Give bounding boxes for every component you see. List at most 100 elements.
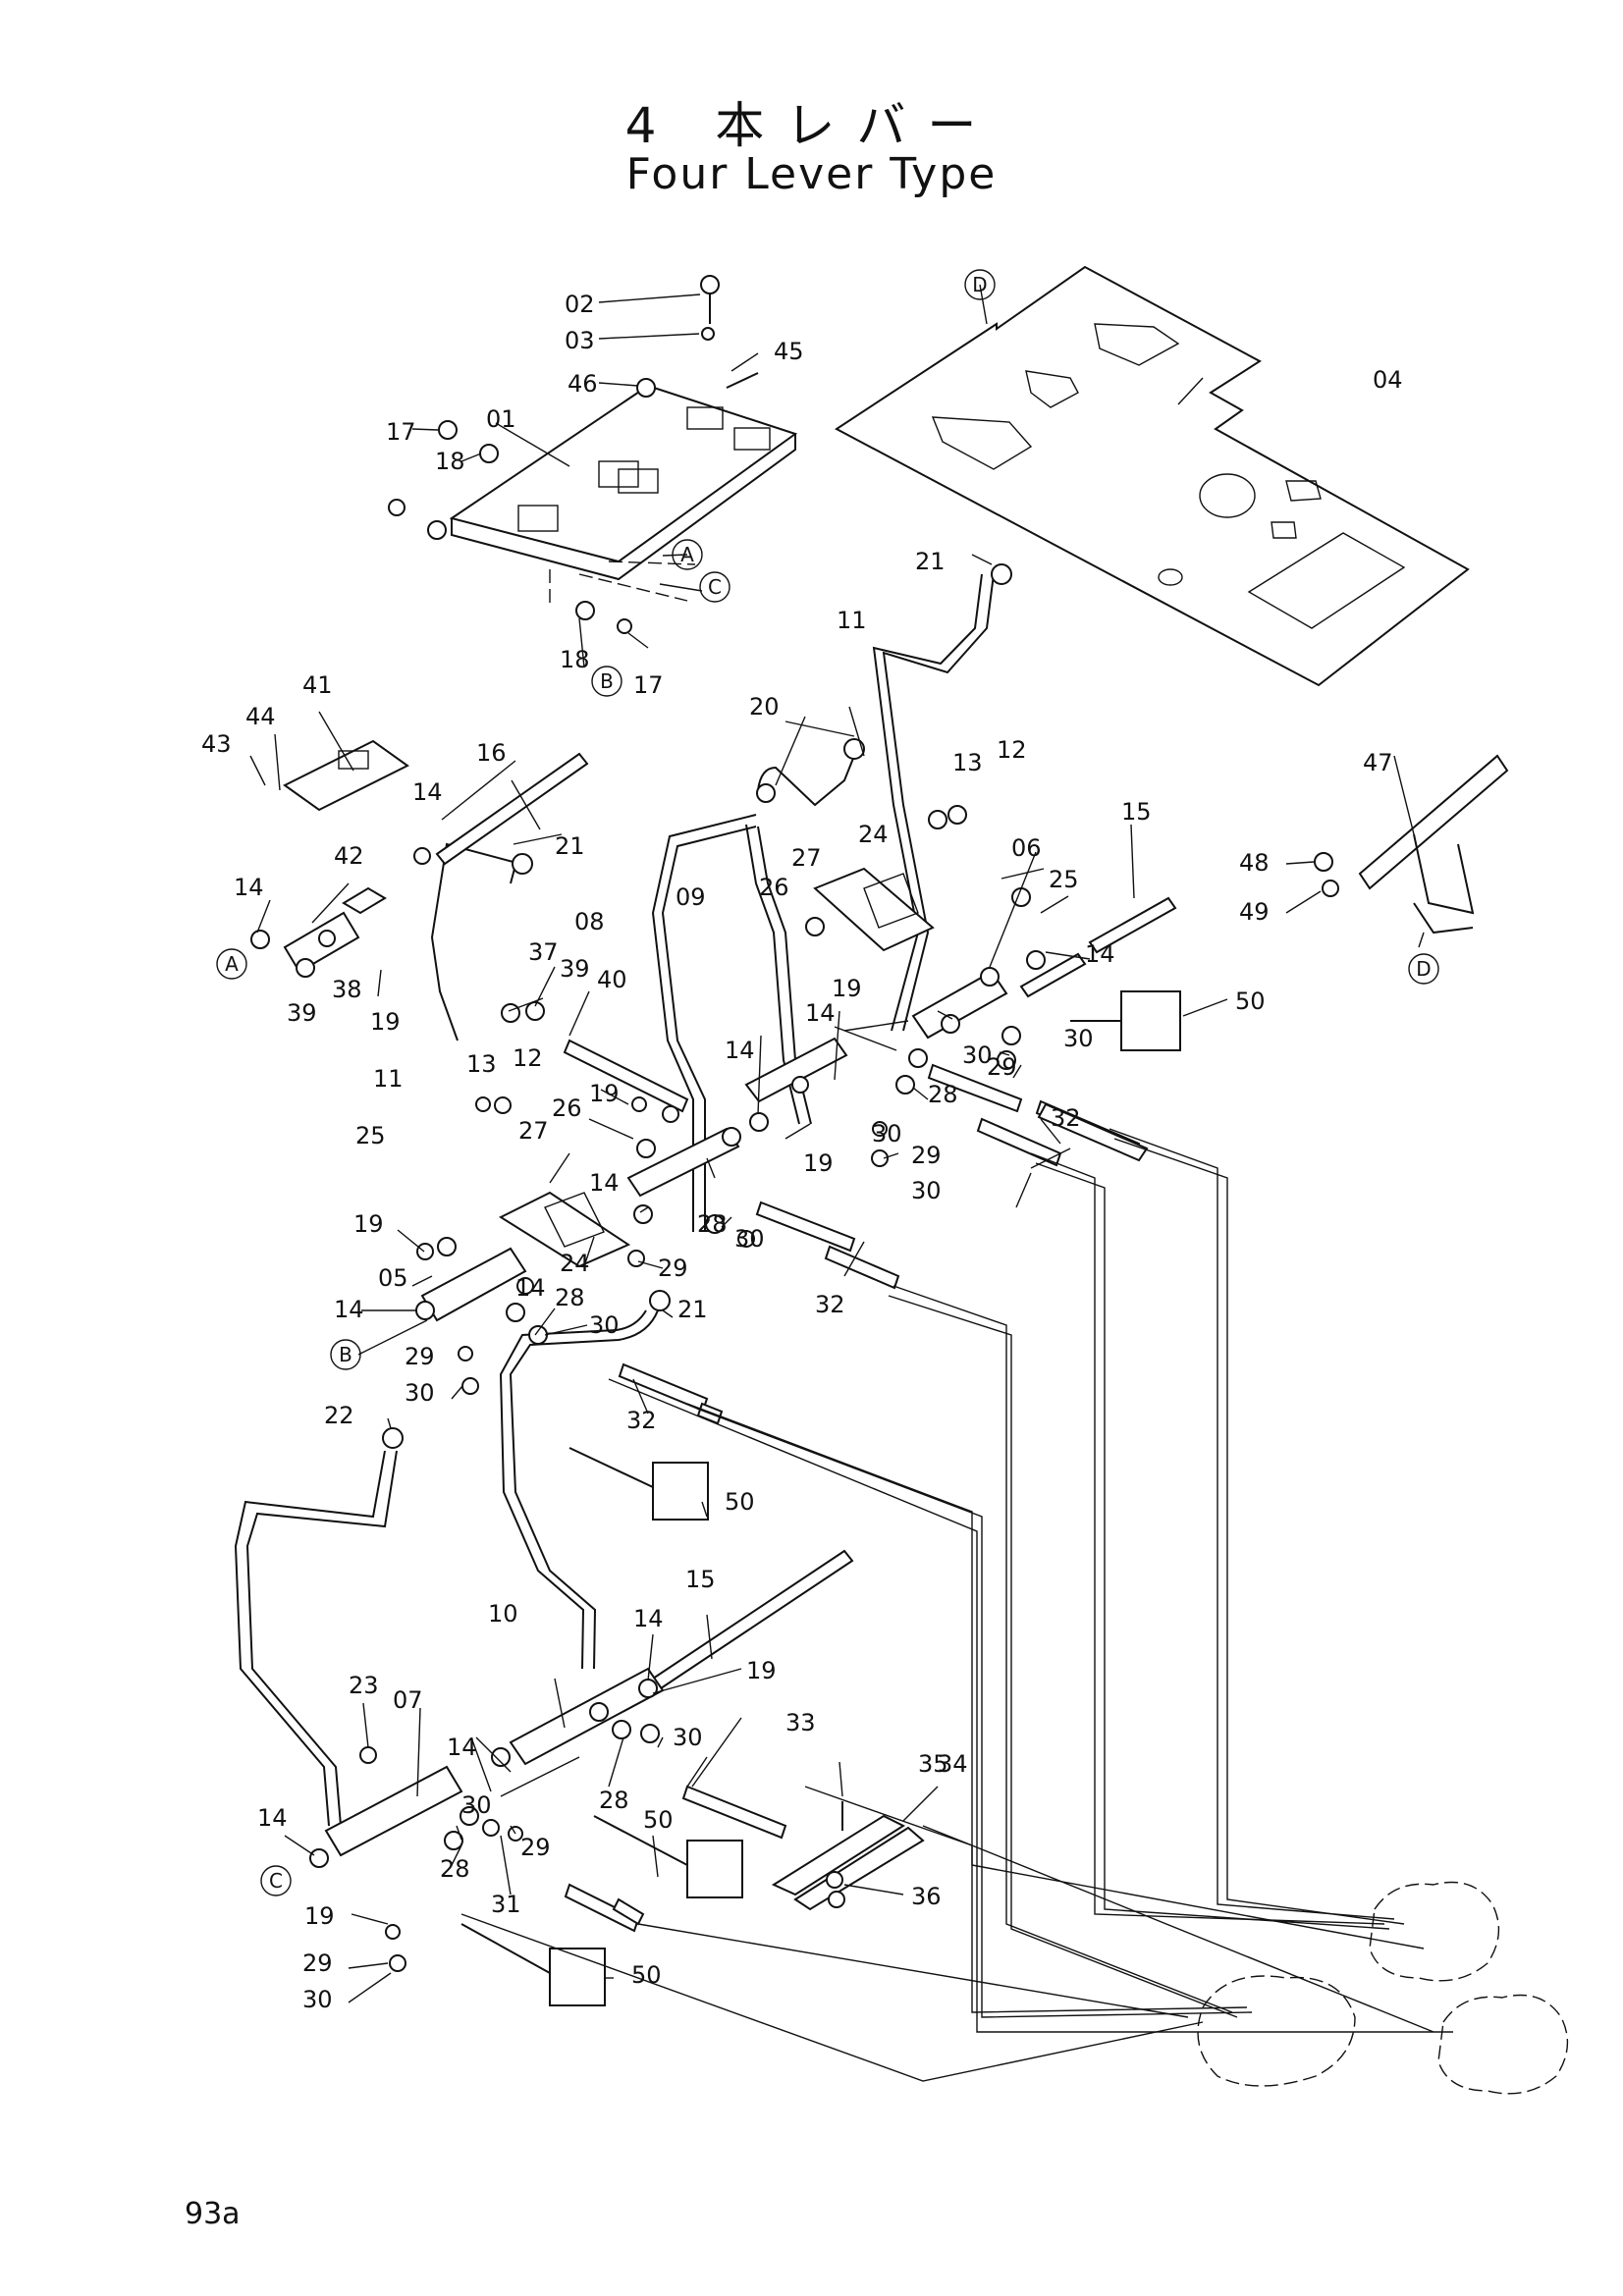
callout-28: 28 (697, 1210, 728, 1238)
callout-29: 29 (405, 1343, 435, 1370)
callout-28: 28 (555, 1284, 585, 1311)
callout-16: 16 (476, 739, 507, 767)
callout-29: 29 (658, 1255, 688, 1282)
callout-19: 19 (353, 1210, 384, 1238)
callout-19: 19 (832, 975, 862, 1002)
callout-28: 28 (928, 1081, 958, 1108)
callout-30: 30 (872, 1120, 902, 1148)
small-parts (250, 275, 1339, 1972)
callout-30: 30 (911, 1177, 942, 1204)
callout-50: 50 (643, 1806, 674, 1834)
ref-mark-B: B (591, 666, 622, 697)
callout-46: 46 (568, 370, 598, 398)
callout-20: 20 (749, 693, 780, 721)
callout-19: 19 (370, 1008, 401, 1036)
callout-19: 19 (803, 1149, 834, 1177)
callout-29: 29 (520, 1834, 551, 1861)
title-japanese: 4 本レバー (624, 97, 999, 154)
callout-26: 26 (759, 874, 789, 901)
callout-11: 11 (837, 607, 867, 634)
rods (563, 1039, 1149, 1933)
callout-31: 31 (491, 1891, 521, 1918)
pumps (1197, 1881, 1569, 2095)
control-cables (460, 1128, 1453, 2082)
callout-17: 17 (633, 671, 664, 699)
callout-28: 28 (599, 1787, 629, 1814)
callout-09: 09 (676, 883, 706, 911)
callout-35: 35 (918, 1750, 948, 1778)
callout-25: 25 (355, 1122, 386, 1149)
callout-19: 19 (304, 1902, 335, 1930)
callout-25: 25 (1049, 866, 1079, 893)
callout-50: 50 (1235, 988, 1266, 1015)
callout-28: 28 (440, 1855, 470, 1883)
callout-12: 12 (513, 1044, 543, 1072)
mounting-bracket-01 (449, 384, 798, 609)
shafts (283, 752, 1177, 1857)
callout-27: 27 (791, 844, 822, 872)
ref-mark-C: C (699, 571, 730, 603)
callout-38: 38 (332, 976, 362, 1003)
callout-08: 08 (574, 908, 605, 935)
title-english: Four Lever Type (625, 149, 998, 199)
callout-14: 14 (412, 778, 443, 806)
callout-32: 32 (626, 1407, 657, 1434)
callout-02: 02 (565, 291, 595, 318)
callout-44: 44 (245, 703, 276, 730)
callout-37: 37 (528, 938, 559, 966)
callout-06: 06 (1011, 834, 1042, 862)
callout-29: 29 (987, 1053, 1017, 1081)
callout-21: 21 (677, 1296, 708, 1323)
callout-30: 30 (962, 1041, 993, 1069)
svg-text:D: D (1416, 957, 1431, 981)
callout-14: 14 (334, 1296, 364, 1323)
callout-14: 14 (234, 874, 264, 901)
callout-32: 32 (1051, 1104, 1081, 1132)
ref-mark-D: D (1408, 953, 1439, 985)
solenoid-units (460, 990, 1181, 2006)
callout-32: 32 (815, 1291, 845, 1318)
callout-50: 50 (631, 1961, 662, 1989)
callout-39: 39 (560, 955, 590, 983)
callout-33: 33 (785, 1709, 816, 1736)
callout-30: 30 (734, 1225, 765, 1253)
callout-49: 49 (1239, 898, 1270, 926)
callout-36: 36 (911, 1883, 942, 1910)
callout-34: 34 (938, 1750, 968, 1778)
callout-12: 12 (997, 736, 1027, 764)
callout-26: 26 (552, 1095, 582, 1122)
floor-plate-04 (835, 265, 1470, 687)
callout-15: 15 (1121, 798, 1152, 826)
callout-07: 07 (393, 1686, 423, 1714)
ref-mark-A: A (216, 948, 247, 980)
svg-text:C: C (269, 1869, 283, 1893)
callout-24: 24 (858, 821, 889, 848)
callout-43: 43 (201, 730, 232, 758)
svg-text:D: D (972, 273, 987, 296)
callout-27: 27 (518, 1117, 549, 1145)
callout-30: 30 (1063, 1025, 1094, 1052)
callout-40: 40 (597, 966, 627, 993)
callout-14: 14 (1085, 940, 1115, 968)
callout-29: 29 (911, 1142, 942, 1169)
callout-48: 48 (1239, 849, 1270, 877)
callout-50: 50 (725, 1488, 755, 1516)
callout-15: 15 (685, 1566, 716, 1593)
page-number: 93a (185, 2197, 241, 2231)
ref-mark-D: D (964, 269, 996, 300)
callout-23: 23 (349, 1672, 379, 1699)
callout-14: 14 (633, 1605, 664, 1632)
callout-18: 18 (560, 646, 590, 673)
foot-rest-47 (1358, 754, 1509, 934)
callout-14: 14 (725, 1037, 755, 1064)
callout-30: 30 (461, 1791, 492, 1819)
callout-47: 47 (1363, 749, 1393, 776)
callout-14: 14 (447, 1734, 477, 1761)
callout-14: 14 (589, 1169, 620, 1197)
svg-text:B: B (339, 1343, 352, 1366)
svg-text:C: C (708, 575, 722, 599)
part-callouts: 02 03 45 46 04 17 01 18 18 17 21 11 41 4… (201, 291, 1403, 2013)
ref-mark-B: B (330, 1339, 361, 1370)
svg-text:A: A (680, 543, 694, 566)
reference-marks: A C B D A B C D (216, 269, 1439, 1896)
